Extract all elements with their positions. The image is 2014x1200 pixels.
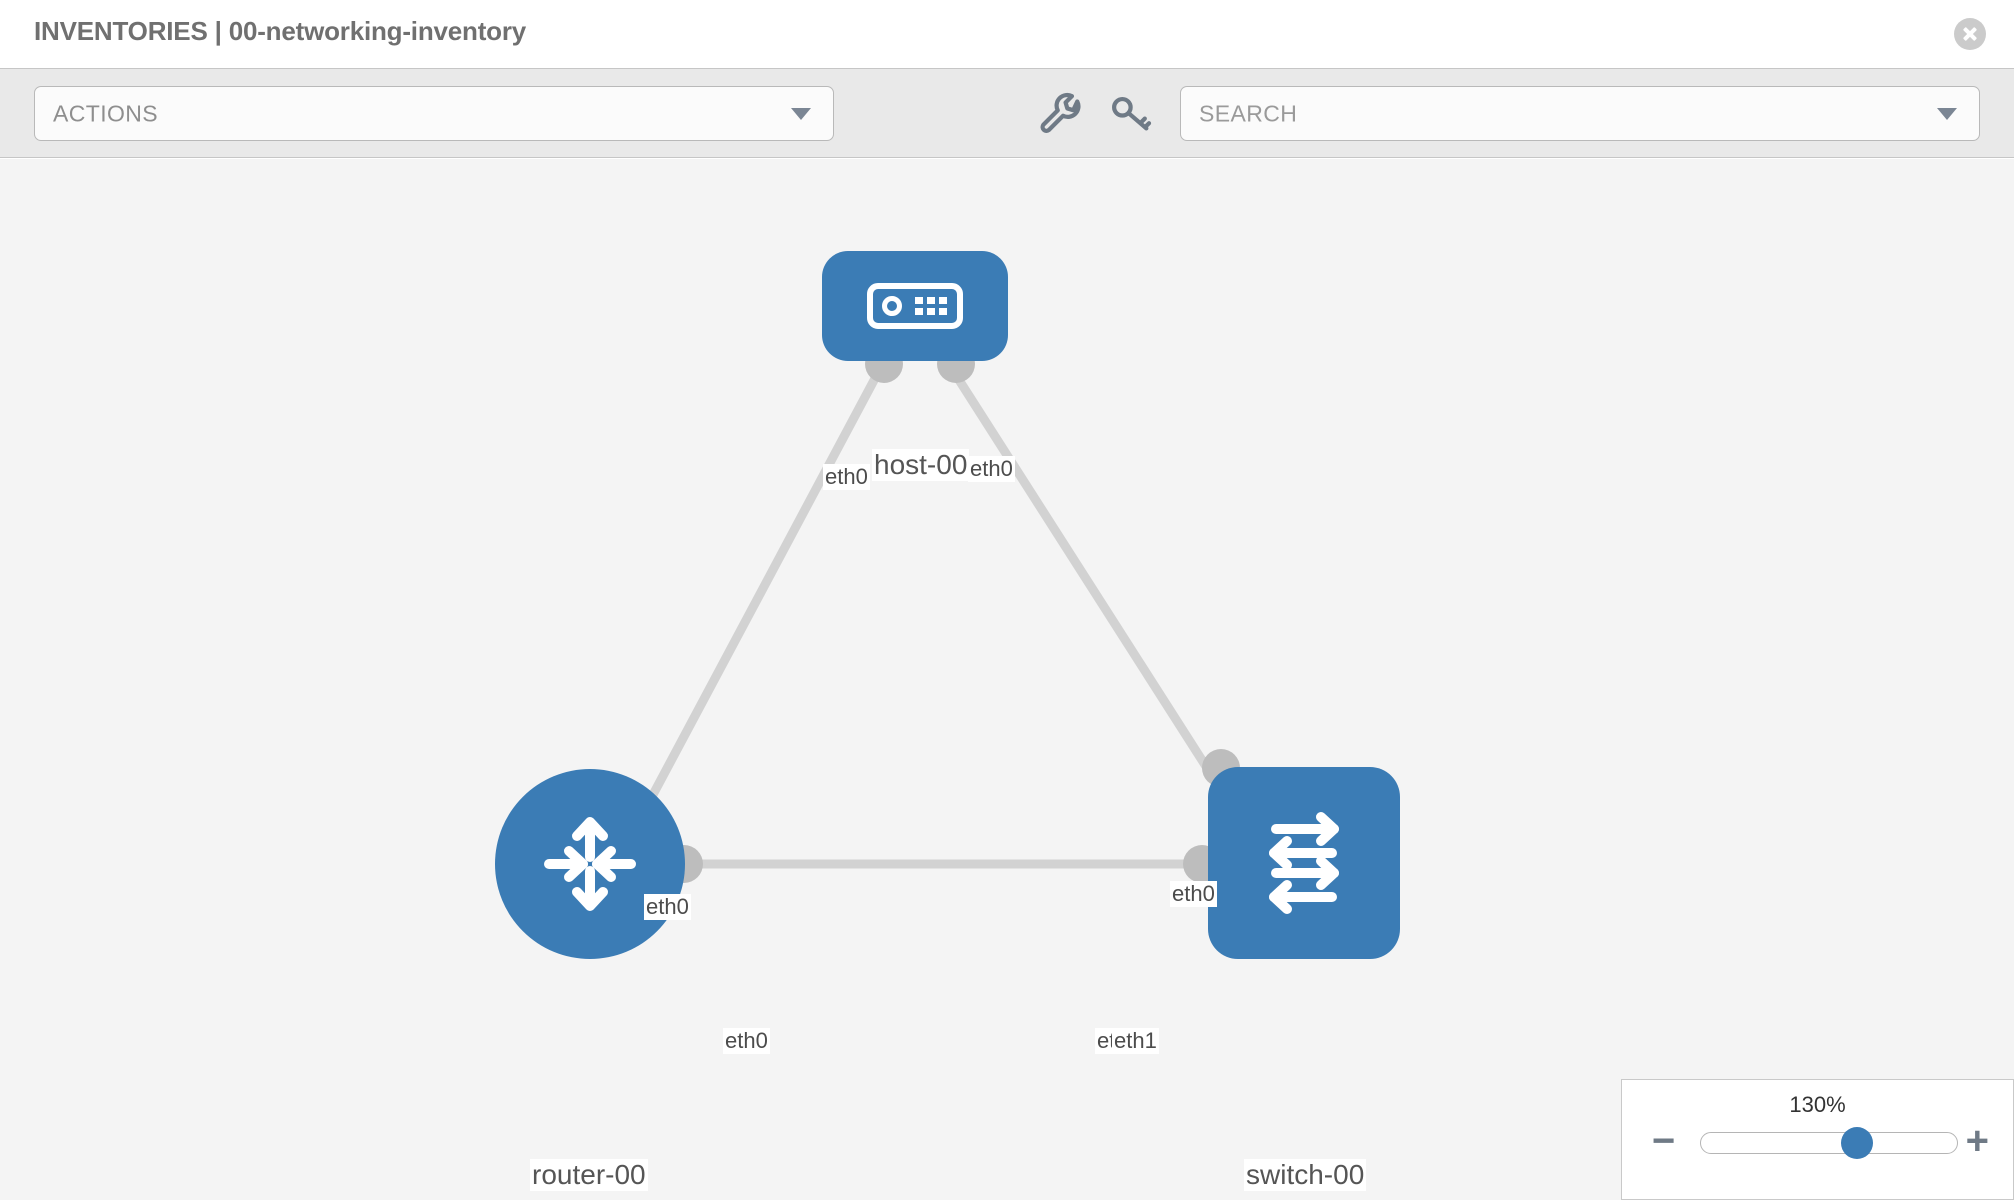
router-icon	[544, 817, 636, 911]
topology-links	[636, 366, 1234, 869]
iflabel-switch-upper: eth0	[1170, 881, 1217, 907]
node-label-switch-00: switch-00	[1244, 1159, 1367, 1191]
node-label-router-00: router-00	[530, 1159, 648, 1191]
chevron-down-icon	[791, 107, 811, 120]
link-host-switch	[948, 366, 1234, 807]
zoom-slider-track[interactable]	[1700, 1127, 1958, 1159]
zoom-slider-thumb[interactable]	[1841, 1127, 1874, 1159]
node-label-host-00: host-00	[872, 449, 970, 481]
server-icon	[867, 283, 963, 329]
app-header: INVENTORIES | 00-networking-inventory	[0, 0, 2014, 68]
page-title: INVENTORIES | 00-networking-inventory	[34, 16, 527, 46]
zoom-in-button[interactable]: +	[1965, 1119, 1989, 1163]
toolbar: ACTIONS SEARCH	[0, 68, 2014, 158]
link-host-router	[636, 366, 884, 822]
actions-dropdown-label: ACTIONS	[53, 100, 159, 126]
switch-icon	[1269, 812, 1339, 914]
zoom-control-panel: 130% − +	[1621, 1079, 2014, 1200]
iflabel-router-right: eth0	[723, 1028, 770, 1054]
search-input[interactable]: SEARCH	[1180, 86, 1980, 141]
zoom-out-button[interactable]: −	[1652, 1119, 1676, 1163]
actions-dropdown[interactable]: ACTIONS	[34, 86, 834, 141]
zoom-level-value: 130%	[1789, 1092, 1846, 1117]
chevron-down-icon[interactable]	[1937, 107, 1957, 120]
iflabel-router-upper: eth0	[644, 894, 691, 920]
key-icon[interactable]	[1108, 91, 1154, 137]
topology-canvas[interactable]: host-00 eth0 eth0 router-00 eth0 eth0	[0, 159, 2014, 1200]
iflabel-switch-left: eth1	[1112, 1028, 1159, 1054]
iflabel-host-right: eth0	[968, 456, 1015, 482]
close-icon[interactable]	[1954, 18, 1986, 50]
search-placeholder: SEARCH	[1199, 100, 1298, 126]
router-node-shape[interactable]	[495, 769, 685, 959]
iflabel-host-left: eth0	[823, 464, 870, 490]
switch-node-shape[interactable]	[1208, 767, 1400, 959]
host-node-shape[interactable]	[822, 251, 1008, 361]
wrench-icon[interactable]	[1038, 91, 1084, 137]
